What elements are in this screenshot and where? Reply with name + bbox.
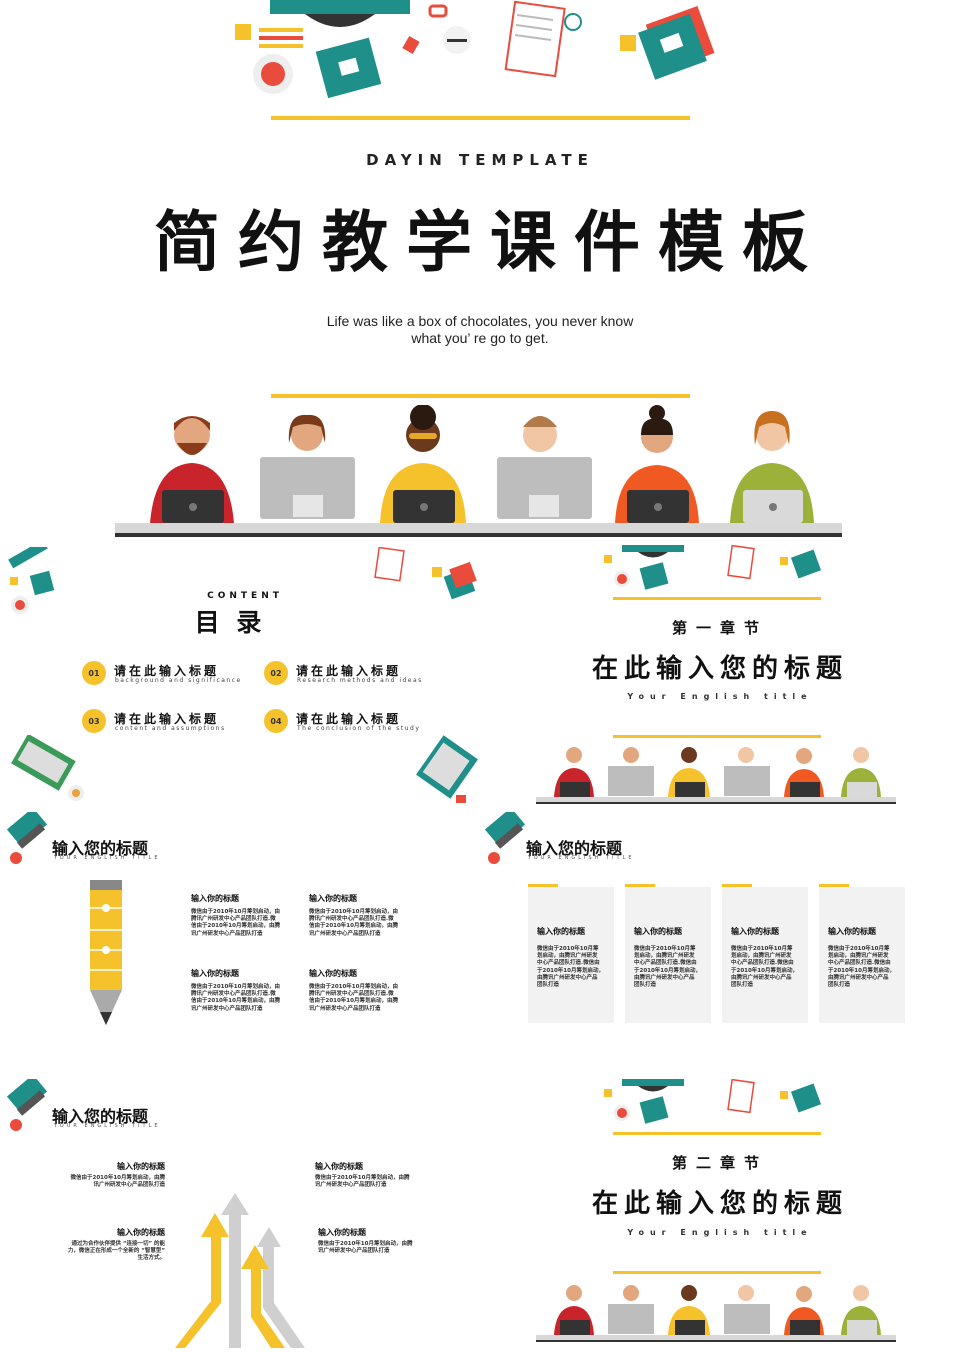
card-2 [625,887,711,1023]
card-4-tab [819,884,849,887]
corner-notebook-icon [374,547,477,600]
arrows-slide-subtitle: YOUR ENGLISH TITLE [54,1123,161,1129]
cards-corner-icon [484,812,526,864]
toc-item-title-02[interactable]: 请在此输入标题 [296,664,402,678]
section2-chapter: 第二章节 [671,1154,768,1172]
cover-slide: DAYIN TEMPLATE 简约教学课件模板 Life was like a … [0,0,960,545]
section-2-slide: 第二章节 在此输入您的标题 Your English title [480,1075,960,1352]
pencil-block-3-head: 输入你的标题 [191,969,239,978]
card-4 [819,887,905,1023]
arrows-block-2-head: 输入你的标题 [315,1162,363,1171]
arrows-corner-icon [6,1079,48,1131]
section2-english: Your English title [627,1228,813,1237]
toc-item-sub-04: The conclusion of the study [297,725,421,732]
toc-badge-01: 01 [82,661,106,685]
section2-bottom-line [613,1271,821,1274]
toc-slide: CONTENT 目 录 01 请在此输入标题 background and si… [0,545,480,810]
card-2-text: 微信由于2010年10月筹划启动，由腾讯广州研发中心产品团队打造.微信由于201… [634,946,701,989]
section2-people-illustration [536,1285,896,1342]
pencil-block-2-text: 微信由于2010年10月筹划启动，由腾讯广州研发中心产品团队打造.微信由于201… [309,909,398,937]
pencil-slide-title: 输入您的标题 [52,839,149,858]
pencil-block-4-text: 微信由于2010年10月筹划启动，由腾讯广州研发中心产品团队打造.微信由于201… [309,984,398,1012]
people-at-desk-illustration [115,405,842,537]
arrows-block-1-head: 输入你的标题 [117,1162,165,1171]
pencil-slide-subtitle: YOUR ENGLISH TITLE [54,855,161,861]
main-title: 简约教学课件模板 [154,204,826,281]
cards-slide-title: 输入您的标题 [526,839,623,858]
english-template-title: DAYIN TEMPLATE [366,151,594,169]
quote-line-2: what you’ re go to get. [411,330,549,346]
toc-item-sub-01: background and significance [115,677,242,684]
arrows-block-3-head: 输入你的标题 [117,1228,165,1237]
toc-title: 目 录 [194,608,266,637]
pencil-block-2-head: 输入你的标题 [309,894,357,903]
toc-item-sub-02: Research methods and ideas [297,677,423,684]
section1-desk-items [604,545,822,590]
card-2-tab [625,884,655,887]
cards-slide-subtitle: YOUR ENGLISH TITLE [528,855,635,861]
card-1-head: 输入你的标题 [537,927,585,936]
pencil-block-4-head: 输入你的标题 [309,969,357,978]
section2-desk-items [604,1079,822,1124]
section-1-slide: 第一章节 在此输入您的标题 Your English title [480,545,960,810]
card-3-text: 微信由于2010年10月筹划启动，由腾讯广州研发中心产品团队打造.微信由于201… [731,946,798,989]
card-2-head: 输入你的标题 [634,927,682,936]
desk-items-illustration [235,0,715,99]
section1-bottom-line [613,735,821,738]
pencil-puzzle-illustration [90,880,122,1025]
section1-english: Your English title [627,692,813,701]
card-4-head: 输入你的标题 [828,927,876,936]
arrows-block-2-text: 微信由于2010年10月筹划启动，由腾讯广州研发中心产品团队打造 [315,1175,410,1189]
corner-desk-icon [8,547,55,614]
card-1 [528,887,614,1023]
card-3 [722,887,808,1023]
arrows-block-4-head: 输入你的标题 [318,1228,366,1237]
quote-line-1: Life was like a box of chocolates, you n… [326,313,634,329]
card-3-tab [722,884,752,887]
section2-top-line [613,1132,821,1135]
monitor-corner-icon [416,735,478,803]
card-3-head: 输入你的标题 [731,927,779,936]
arrows-slide-title: 输入您的标题 [52,1107,149,1126]
card-4-text: 微信由于2010年10月筹划启动，由腾讯广州研发中心产品团队打造.微信由于201… [828,946,895,989]
section2-title: 在此输入您的标题 [591,1189,848,1219]
card-1-tab [528,884,558,887]
arrows-block-4-text: 微信由于2010年10月筹划启动，由腾讯广州研发中心产品团队打造 [318,1241,413,1255]
top-divider [271,116,690,120]
cards-slide: 输入您的标题 YOUR ENGLISH TITLE 输入你的标题 微信由于201… [480,810,960,1075]
toc-badge-04: 04 [264,709,288,733]
bottom-divider [271,394,690,398]
pencil-block-1-head: 输入你的标题 [191,894,239,903]
toc-item-title-04[interactable]: 请在此输入标题 [296,712,402,726]
arrows-block-3-text: 通过为合作伙伴提供 “连接一切” 的能力，微信正在形成一个全新的 “智慧型”生活… [67,1241,165,1262]
arrows-block-1-text: 微信由于2010年10月筹划启动，由腾讯广州研发中心产品团队打造 [70,1175,165,1189]
card-1-text: 微信由于2010年10月筹划启动，由腾讯广州研发中心产品团队打造.微信由于201… [537,946,604,989]
section1-people-illustration [536,747,896,804]
toc-item-title-01[interactable]: 请在此输入标题 [114,664,220,678]
pencil-block-1-text: 微信由于2010年10月筹划启动，由腾讯广州研发中心产品团队打造.微信由于201… [191,909,280,937]
toc-item-sub-03: content and assumptions [115,725,226,732]
arrows-slide: 输入您的标题 YOUR ENGLISH TITLE 输入你的标题 微信由于201… [0,1075,480,1352]
toc-badge-03: 03 [82,709,106,733]
pencil-corner-icon [6,812,48,864]
toc-badge-02: 02 [264,661,288,685]
growth-arrows-illustration [175,1193,305,1348]
section1-top-line [613,597,821,600]
laptop-corner-icon [11,735,84,801]
content-label: CONTENT [207,591,283,601]
pencil-block-3-text: 微信由于2010年10月筹划启动，由腾讯广州研发中心产品团队打造.微信由于201… [191,984,280,1012]
pencil-slide: 输入您的标题 YOUR ENGLISH TITLE 输入你的标题 微信由于201… [0,810,480,1075]
section1-chapter: 第一章节 [671,619,768,637]
toc-item-title-03[interactable]: 请在此输入标题 [114,712,220,726]
section1-title: 在此输入您的标题 [591,654,848,684]
